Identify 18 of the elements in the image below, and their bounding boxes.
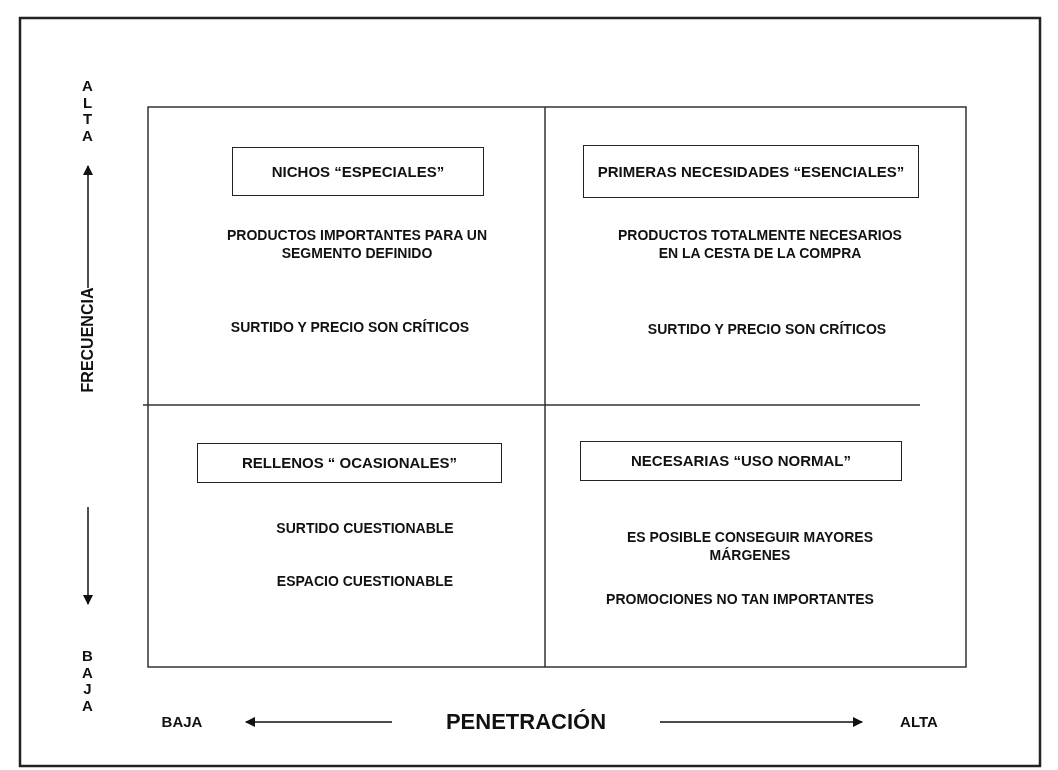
- axis-label: ALTA: [81, 78, 94, 144]
- quadrant-text: SURTIDO CUESTIONABLE: [275, 519, 455, 538]
- quadrant-text: PROMOCIONES NO TAN IMPORTANTES: [605, 590, 875, 609]
- axis-label: BAJA: [81, 648, 94, 714]
- axis-label: BAJA: [160, 712, 204, 732]
- heading-box: NECESARIAS “USO NORMAL”: [580, 441, 902, 481]
- quadrant-text: PRODUCTOS IMPORTANTES PARA UN SEGMENTO DEFINIDO: [225, 226, 488, 263]
- axis-title: PENETRACIÓN: [444, 708, 608, 736]
- heading-box: PRIMERAS NECESIDADES “ESENCIALES”: [583, 145, 919, 198]
- heading-box: NICHOS “ESPECIALES”: [232, 147, 484, 196]
- quadrant-text: PRODUCTOS TOTALMENTE NECESARIOS EN LA CESTA DE LA COMPRA: [617, 226, 903, 263]
- quadrant-text: ESPACIO CUESTIONABLE: [275, 572, 455, 591]
- quadrant-text: SURTIDO Y PRECIO SON CRÍTICOS: [646, 320, 888, 339]
- quadrant-text: ES POSIBLE CONSEGUIR MAYORES MÁRGENES: [625, 528, 875, 565]
- axis-title: FRECUENCIA: [77, 287, 97, 393]
- heading-box: RELLENOS “ OCASIONALES”: [197, 443, 502, 483]
- axis-label: ALTA: [899, 712, 939, 732]
- quadrant-text: SURTIDO Y PRECIO SON CRÍTICOS: [229, 318, 471, 337]
